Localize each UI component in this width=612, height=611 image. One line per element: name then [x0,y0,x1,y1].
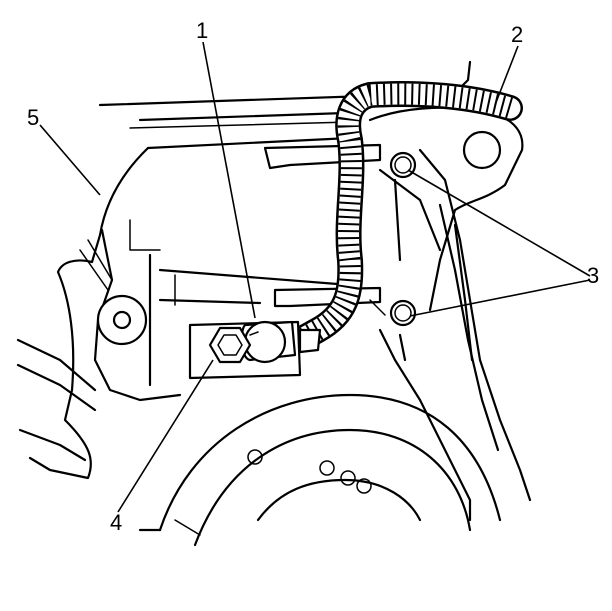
inner-fender-apron [16,136,352,480]
leader-3b [409,279,591,317]
callout-1: 1 [196,18,208,43]
callout-2: 2 [511,22,523,47]
bracket-bolts [389,151,417,327]
sensor-assembly [188,320,322,380]
leader-3a [407,169,591,277]
callout-5: 5 [27,105,39,130]
leader-2 [494,45,519,106]
callout-3: 3 [587,263,599,288]
callout-leader-lines [39,41,591,513]
leader-5 [39,124,101,196]
callout-4: 4 [110,510,122,535]
hex-sensor-body [208,326,252,364]
mounting-bracket-plate [368,106,532,522]
flywheel [138,393,502,547]
leader-4 [117,359,214,513]
wiring-harness-conduit [287,81,523,353]
leader-1 [202,41,256,319]
